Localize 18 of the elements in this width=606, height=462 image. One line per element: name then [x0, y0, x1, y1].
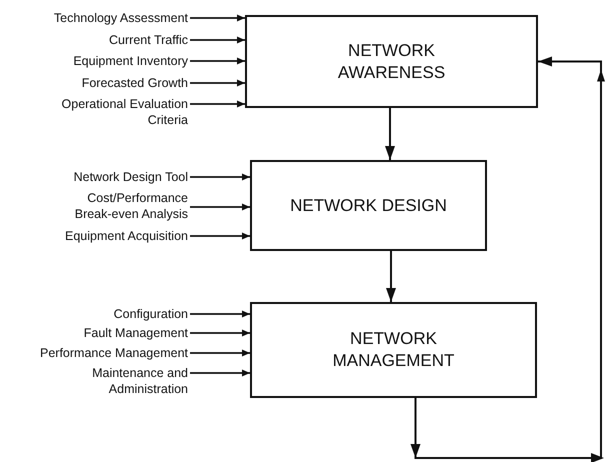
input-label: Current Traffic [4, 32, 188, 48]
input-label: Configuration [4, 306, 188, 322]
input-label: Technology Assessment [4, 10, 188, 26]
input-label: Equipment Inventory [4, 53, 188, 69]
input-label: Performance Management [4, 345, 188, 361]
input-label: Network Design Tool [4, 169, 188, 185]
process-box [250, 160, 487, 251]
input-label: Cost/Performance Break-even Analysis [60, 190, 188, 222]
process-box [245, 15, 538, 108]
input-label: Forecasted Growth [4, 75, 188, 91]
input-label: Equipment Acquisition [4, 228, 188, 244]
input-label: Operational Evaluation Criteria [50, 96, 188, 128]
input-label: Maintenance and Administration [60, 365, 188, 397]
input-label: Fault Management [4, 325, 188, 341]
box-title: NETWORK AWARENESS [336, 40, 446, 84]
box-title: NETWORK MANAGEMENT [332, 328, 456, 372]
box-title: NETWORK DESIGN [289, 194, 448, 216]
process-box [250, 302, 537, 398]
